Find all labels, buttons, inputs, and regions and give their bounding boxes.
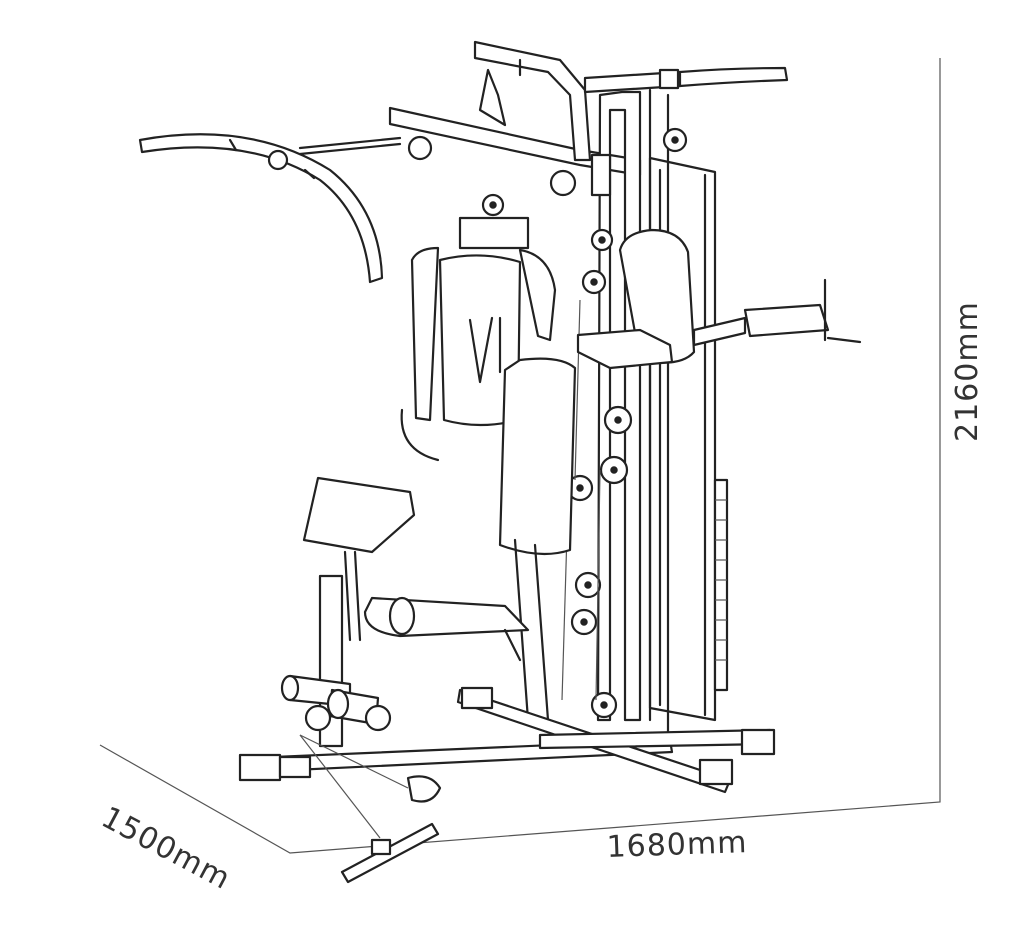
floor-outline — [99, 58, 941, 854]
accessories — [299, 734, 442, 884]
backrest-pad — [498, 357, 577, 722]
top-frame — [298, 40, 789, 197]
lat-bar-arm — [138, 133, 384, 284]
weight-plates — [713, 478, 729, 692]
width-dimension-label: 1680mm — [606, 825, 748, 865]
seat-pad — [363, 596, 530, 662]
dip-station — [576, 228, 862, 370]
leg-rollers — [280, 674, 392, 732]
height-dimension-label: 2160mm — [950, 301, 985, 442]
base-frame — [238, 686, 776, 794]
pec-deck — [400, 216, 557, 462]
pulleys — [481, 127, 688, 719]
